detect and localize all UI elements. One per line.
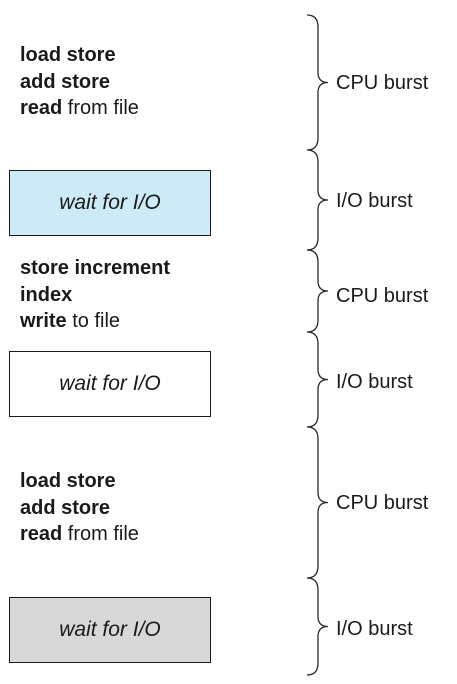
io-burst-label-1: I/O burst (336, 190, 413, 212)
io-wait-box-2: wait for I/O (9, 351, 211, 417)
cpu-burst-code-3: load store add store read from file (20, 468, 139, 548)
code-text: from file (62, 97, 139, 119)
cpu-burst-code-2: store increment index write to file (20, 255, 170, 335)
code-keyword: load store (20, 44, 116, 66)
code-line: store increment (20, 255, 170, 282)
io-wait-text: wait for I/O (59, 191, 161, 214)
io-wait-box-1: wait for I/O (9, 170, 211, 236)
io-wait-text: wait for I/O (59, 372, 161, 395)
curly-brace (306, 426, 329, 579)
code-keyword: read (20, 97, 63, 119)
code-line: load store (20, 42, 139, 69)
cpu-burst-label-2: CPU burst (336, 285, 429, 307)
cpu-burst-label-1: CPU burst (336, 72, 429, 94)
code-line: read from file (20, 95, 139, 122)
code-line: index (20, 282, 170, 309)
curly-brace (306, 249, 329, 333)
code-keyword: store increment (20, 257, 171, 279)
code-keyword: add store (20, 496, 111, 519)
cpu-burst-label-3: CPU burst (336, 492, 429, 514)
code-keyword: write (20, 310, 67, 332)
curly-brace (306, 149, 329, 251)
io-burst-label-3: I/O burst (336, 618, 413, 640)
curly-brace (306, 331, 329, 428)
code-text: to file (66, 310, 121, 332)
cpu-burst-code-1: load store add store read from file (20, 42, 139, 122)
code-line: load store (20, 468, 139, 495)
io-wait-text: wait for I/O (59, 618, 161, 641)
code-keyword: add store (20, 70, 111, 93)
code-line: write to file (20, 308, 170, 335)
code-text: from file (62, 523, 139, 545)
curly-brace (306, 14, 329, 151)
code-keyword: index (20, 283, 73, 306)
code-keyword: load store (20, 470, 116, 492)
code-line: add store (20, 495, 139, 522)
io-wait-box-3: wait for I/O (9, 597, 211, 663)
curly-brace (306, 577, 329, 676)
code-line: add store (20, 69, 139, 96)
io-burst-label-2: I/O burst (336, 371, 413, 393)
code-line: read from file (20, 521, 139, 548)
code-keyword: read (20, 523, 63, 545)
